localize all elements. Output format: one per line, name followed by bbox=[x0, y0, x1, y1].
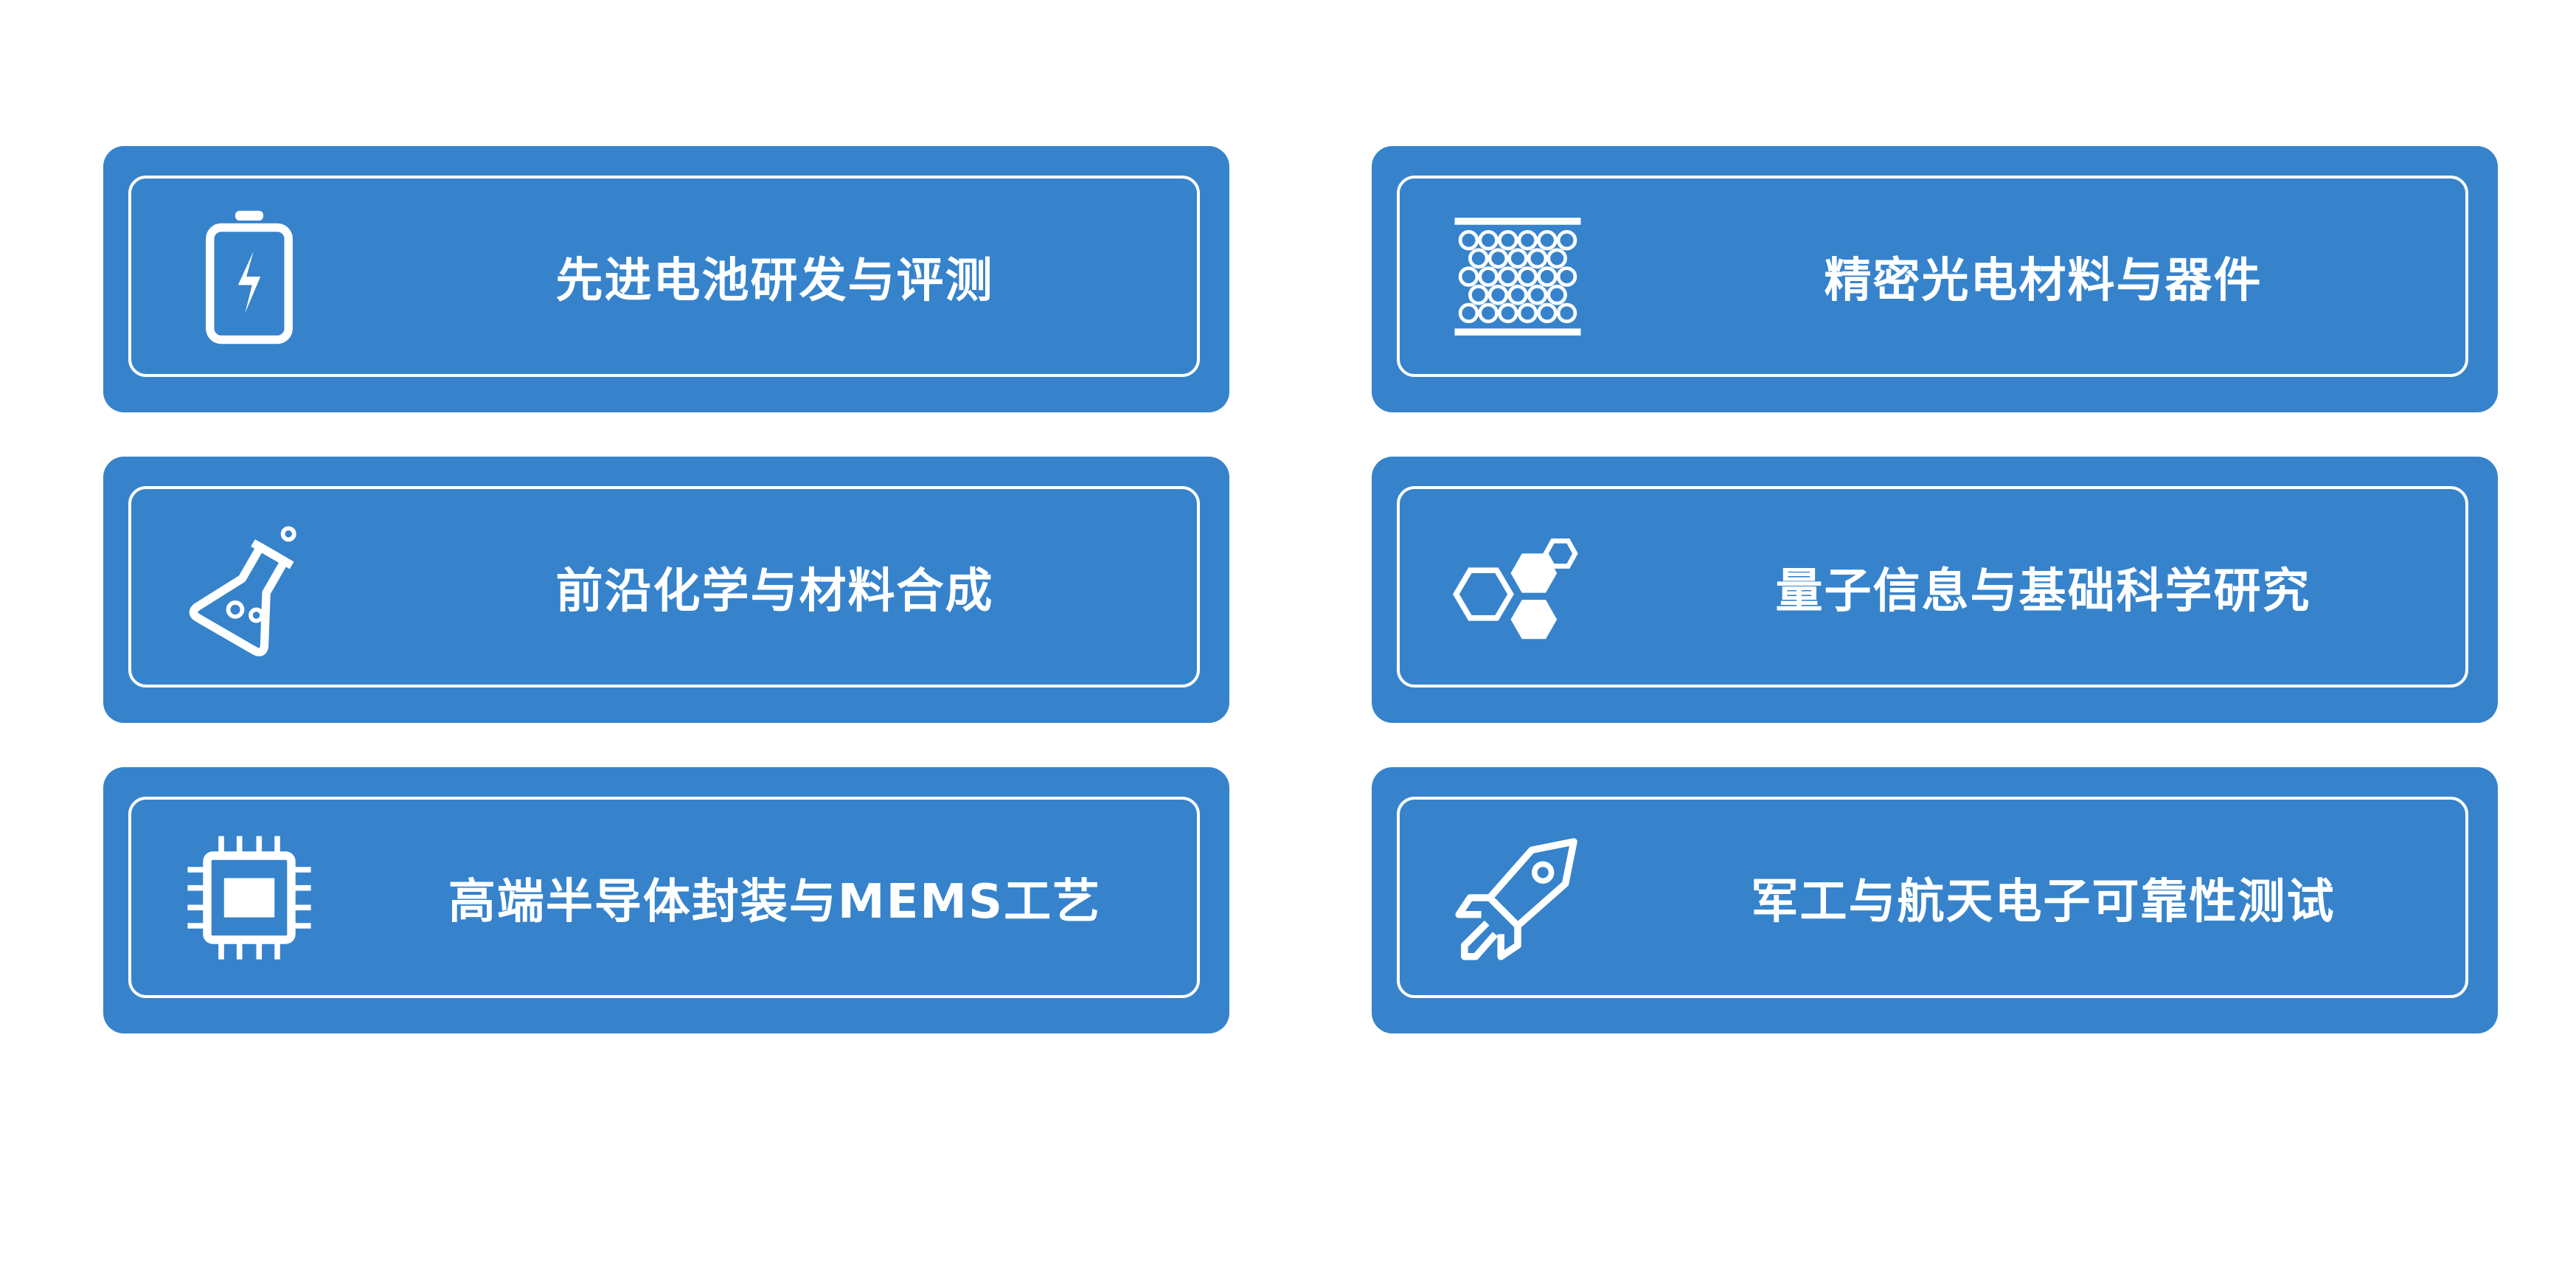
card-label: 军工与航天电子可靠性测试 bbox=[1751, 874, 2336, 929]
honeycomb-mesh-icon bbox=[1454, 217, 1581, 336]
card-battery-research[interactable]: 先进电池研发与评测 bbox=[103, 146, 1229, 412]
card-label: 量子信息与基础科学研究 bbox=[1775, 564, 2311, 619]
card-aerospace-reliability[interactable]: 军工与航天电子可靠性测试 bbox=[1372, 767, 2498, 1033]
card-label: 前沿化学与材料合成 bbox=[555, 564, 994, 619]
card-chemistry-synthesis[interactable]: 前沿化学与材料合成 bbox=[103, 457, 1229, 723]
card-inner-border: 军工与航天电子可靠性测试 bbox=[1397, 797, 2468, 998]
hexagons-icon bbox=[1452, 538, 1578, 639]
card-inner-border: 精密光电材料与器件 bbox=[1397, 176, 2468, 377]
flask-icon bbox=[189, 525, 296, 657]
card-quantum-science[interactable]: 量子信息与基础科学研究 bbox=[1372, 457, 2498, 723]
chip-icon bbox=[187, 835, 311, 960]
card-label: 高端半导体封装与MEMS工艺 bbox=[448, 874, 1102, 929]
card-label: 先进电池研发与评测 bbox=[555, 253, 994, 308]
card-semiconductor-mems[interactable]: 高端半导体封装与MEMS工艺 bbox=[103, 767, 1229, 1033]
card-inner-border: 前沿化学与材料合成 bbox=[128, 486, 1200, 688]
card-optoelectronic-materials[interactable]: 精密光电材料与器件 bbox=[1372, 146, 2498, 412]
rocket-icon bbox=[1455, 837, 1577, 960]
card-inner-border: 量子信息与基础科学研究 bbox=[1397, 486, 2468, 688]
battery-icon bbox=[206, 210, 293, 344]
card-label: 精密光电材料与器件 bbox=[1824, 253, 2263, 308]
card-inner-border: 先进电池研发与评测 bbox=[128, 176, 1200, 377]
card-inner-border: 高端半导体封装与MEMS工艺 bbox=[128, 797, 1200, 998]
